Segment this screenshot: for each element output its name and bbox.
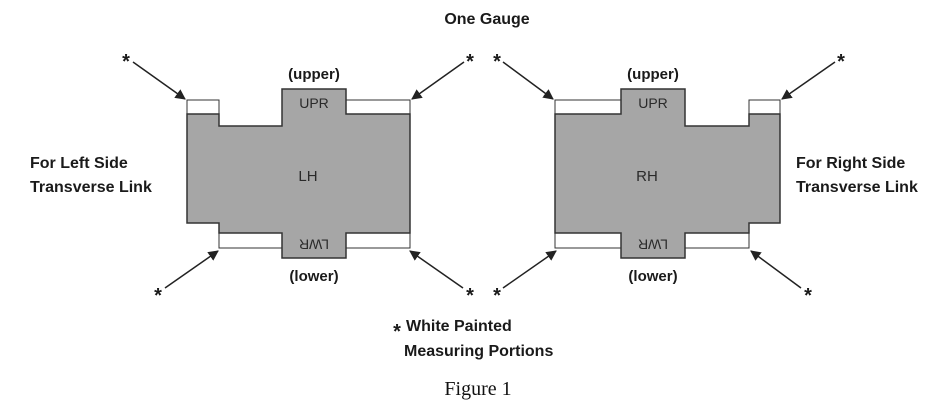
- right-arrow-tr: [781, 61, 836, 100]
- right-upper-tab-label: UPR: [638, 95, 668, 111]
- left-gauge: UPR LH LWR (upper) (lower) For Left Side…: [30, 51, 474, 307]
- right-white-lower-left: [554, 232, 622, 249]
- left-center-label: LH: [298, 168, 317, 185]
- left-gauge-body: [186, 88, 411, 259]
- right-side-label-2: Transverse Link: [796, 179, 918, 196]
- right-asterisk-tl: *: [493, 51, 501, 73]
- left-asterisk-tr: *: [466, 51, 474, 73]
- right-center-label: RH: [636, 168, 658, 185]
- left-white-lower-right: [345, 232, 411, 249]
- left-upper-label: (upper): [288, 66, 340, 83]
- right-arrow-tl: [502, 61, 554, 100]
- left-asterisk-br: *: [466, 285, 474, 307]
- right-asterisk-tr: *: [837, 51, 845, 73]
- note-line-1: White Painted: [406, 318, 512, 335]
- note-line-2: Measuring Portions: [404, 343, 553, 360]
- right-lower-label: (lower): [628, 268, 677, 285]
- left-arrow-bl: [164, 250, 219, 289]
- right-side-label-1: For Right Side: [796, 155, 905, 172]
- left-arrow-tl: [132, 61, 186, 100]
- right-asterisk-br: *: [804, 285, 812, 307]
- left-side-label-2: Transverse Link: [30, 179, 152, 196]
- left-asterisk-bl: *: [154, 285, 162, 307]
- left-lower-label: (lower): [289, 268, 338, 285]
- right-lower-tab-label: LWR: [638, 236, 668, 252]
- right-white-lower-right: [684, 232, 750, 249]
- left-arrow-tr: [411, 61, 465, 100]
- right-gauge-body: [554, 88, 781, 259]
- left-lower-tab-label: LWR: [299, 236, 329, 252]
- right-white-upper-left: [554, 99, 622, 115]
- left-white-upper-right: [345, 99, 411, 115]
- right-gauge: UPR RH LWR (upper) (lower) For Right Sid…: [493, 51, 918, 307]
- right-upper-label: (upper): [627, 66, 679, 83]
- right-arrow-bl: [502, 250, 557, 289]
- left-asterisk-tl: *: [122, 51, 130, 73]
- right-asterisk-bl: *: [493, 285, 501, 307]
- right-arrow-br: [750, 250, 802, 289]
- left-arrow-br: [409, 250, 464, 289]
- figure-caption: Figure 1: [444, 378, 511, 400]
- left-white-upper-left: [186, 99, 220, 115]
- note-asterisk: *: [393, 321, 401, 343]
- left-side-label-1: For Left Side: [30, 155, 128, 172]
- left-white-lower-left: [218, 232, 283, 249]
- right-white-upper-right: [748, 99, 781, 115]
- left-upper-tab-label: UPR: [299, 95, 329, 111]
- diagram-title: One Gauge: [444, 11, 529, 28]
